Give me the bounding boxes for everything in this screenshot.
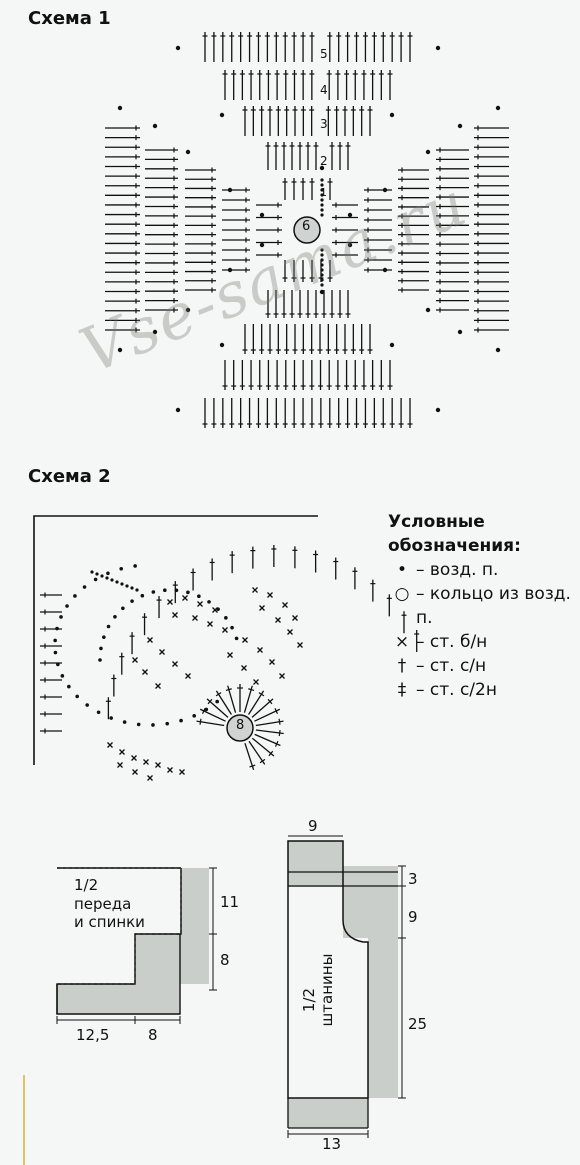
pattern2-dim-right-3: 25 <box>408 1015 428 1033</box>
legend-item-dot: • – возд. п. <box>388 558 578 582</box>
row-number-1: 1 <box>320 186 327 199</box>
dagger-icon: † <box>397 656 407 676</box>
pattern1-dim-right-bottom: 8 <box>220 951 230 969</box>
pattern1-dim-bottom-right: 8 <box>148 1026 158 1044</box>
pattern1-label-2: переда <box>74 895 132 913</box>
legend-item-double-dagger: ‡ – ст. с/2н <box>388 678 578 702</box>
double-dagger-icon: ‡ <box>397 680 407 700</box>
pattern2-label-2: штанины <box>318 953 336 1027</box>
cross-icon: × <box>394 632 410 652</box>
legend-title-1: Условные <box>388 512 485 532</box>
dot-icon: • <box>396 560 408 580</box>
row-number-5: 5 <box>320 47 328 61</box>
row-number-4: 4 <box>320 83 328 97</box>
pattern2-dim-right-1: 3 <box>408 870 418 888</box>
row-number-3: 3 <box>320 117 328 131</box>
scheme2-title: Схема 2 <box>28 466 111 487</box>
row-number-2: 2 <box>320 154 328 168</box>
scheme1-diagram <box>105 32 509 428</box>
pattern2-dim-top: 9 <box>308 817 318 835</box>
pattern-drawings <box>23 835 406 1165</box>
scheme1-ring-label: 6 <box>302 219 311 234</box>
pattern1-dim-right-top: 11 <box>220 893 240 911</box>
pattern1-label-1: 1/2 <box>74 876 99 894</box>
legend-item-dagger: † – ст. с/н <box>388 654 578 678</box>
pattern1-label-3: и спинки <box>74 913 145 931</box>
pattern2-dim-bottom: 13 <box>322 1135 342 1153</box>
scheme1-title: Схема 1 <box>28 8 111 29</box>
ring-icon: ○ <box>394 584 410 604</box>
pattern2-label-1: 1/2 <box>300 987 318 1013</box>
legend-title-2: обозначения: <box>388 536 521 556</box>
scheme2-diagram <box>33 515 420 781</box>
scheme2-ring-label: 8 <box>236 718 245 733</box>
legend: Условные обозначения: • – возд. п. ○ – к… <box>388 510 578 702</box>
pattern2-dim-right-2: 9 <box>408 908 418 926</box>
pattern1-dim-bottom-left: 12,5 <box>76 1026 110 1044</box>
legend-item-cross: × – ст. б/н <box>388 630 578 654</box>
legend-item-ring: ○ – кольцо из возд. п. <box>388 582 578 630</box>
